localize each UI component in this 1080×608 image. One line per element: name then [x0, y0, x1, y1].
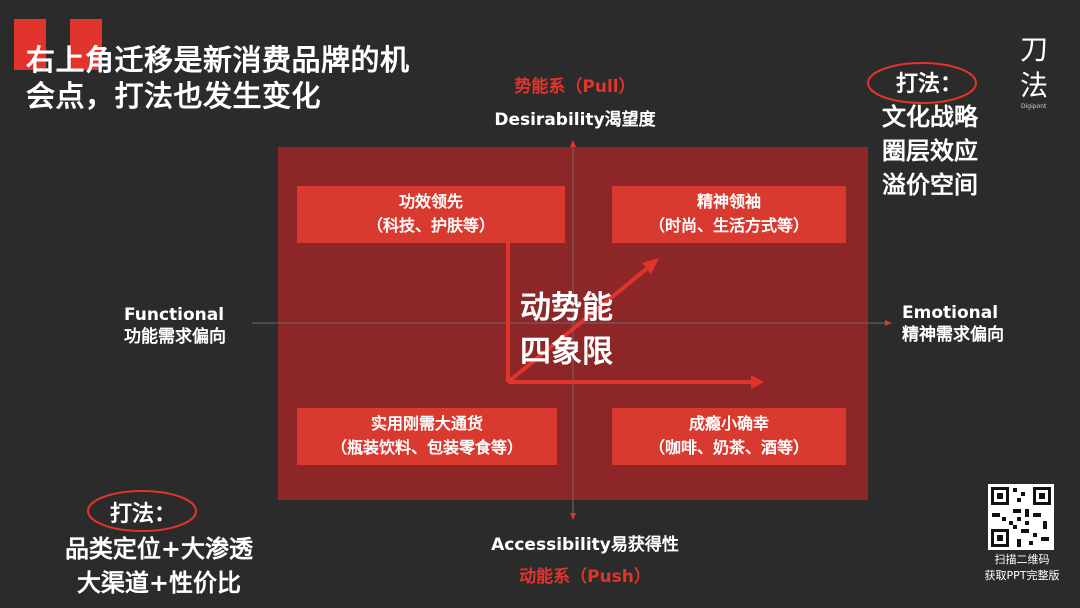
logo-subtitle: Digipont [1021, 103, 1047, 110]
quadrant-bottom-right: 成瘾小确幸 （咖啡、奶茶、酒等） [612, 408, 846, 465]
quadrant-bottom-left: 实用刚需大通货 （瓶装饮料、包装零食等） [297, 408, 557, 465]
title-line-1: 右上角迁移是新消费品牌的机 [26, 43, 410, 77]
quadrant-bottom-right-title: 成瘾小确幸 [688, 414, 769, 433]
axis-top-red-label: 势能系（Pull） [514, 77, 636, 97]
center-arrow-diagonal-head [642, 258, 659, 274]
tactics-left-list: 品类定位+大渗透 大渠道+性价比 [44, 532, 274, 600]
axis-left-label-cn: 功能需求偏向 [124, 327, 226, 347]
tactics-right-item-2: 圈层效应 [882, 137, 978, 165]
axis-right-label-cn: 精神需求偏向 [902, 325, 1004, 345]
center-arrow-horizontal-head [751, 375, 764, 389]
quadrant-top-right-examples: （时尚、生活方式等） [648, 216, 809, 235]
vertical-axis-arrow-down [570, 513, 576, 520]
center-label: 动势能 四象限 [520, 286, 613, 374]
quadrant-bottom-left-title: 实用刚需大通货 [370, 414, 483, 433]
tactics-right-circle [867, 62, 977, 104]
tactics-left-circle [87, 490, 197, 532]
quadrant-top-left-title: 功效领先 [398, 192, 463, 211]
axis-top-white-label: Desirability渴望度 [494, 110, 656, 130]
tactics-left-heading: 打法： [110, 502, 177, 527]
tactics-right-item-3: 溢价空间 [882, 171, 978, 199]
quadrant-top-left: 功效领先 （科技、护肤等） [297, 186, 565, 243]
qr-code-pattern [991, 487, 1051, 547]
quadrant-bottom-right-examples: （咖啡、奶茶、酒等） [648, 438, 809, 457]
title-line-2: 会点，打法也发生变化 [26, 79, 322, 113]
axis-bottom-white-label: Accessibility易获得性 [491, 535, 679, 555]
axis-bottom-red-label: 动能系（Push） [519, 567, 651, 587]
page-title: 右上角迁移是新消费品牌的机 会点，打法也发生变化 [26, 42, 526, 114]
vertical-axis-arrow-up [570, 140, 576, 147]
axis-right-label-en: Emotional [902, 303, 999, 323]
center-arrow-diagonal [506, 264, 652, 384]
center-label-line-2: 四象限 [520, 334, 613, 370]
quadrant-bottom-left-examples: （瓶装饮料、包装零食等） [330, 438, 523, 457]
quote-mark-right [70, 19, 102, 70]
quadrant-top-right: 精神领袖 （时尚、生活方式等） [612, 186, 846, 243]
axis-left-label-en: Functional [124, 305, 225, 325]
quadrant-top-right-title: 精神领袖 [696, 192, 761, 211]
tactics-right-list: 文化战略 圈层效应 溢价空间 [882, 100, 978, 202]
qr-caption-line-1: 扫描二维码 [994, 553, 1050, 566]
tactics-right-item-1: 文化战略 [882, 103, 978, 131]
logo-char-2: 法 [1020, 69, 1049, 102]
horizontal-axis-arrow-right [885, 320, 892, 326]
qr-caption-line-2: 获取PPT完整版 [984, 569, 1060, 582]
quadrant-top-left-examples: （科技、护肤等） [366, 216, 495, 235]
qr-caption: 扫描二维码 获取PPT完整版 [966, 552, 1078, 584]
tactics-left-item-2: 大渠道+性价比 [76, 569, 242, 597]
quote-mark-left [14, 19, 46, 70]
tactics-left-item-1: 品类定位+大渗透 [64, 535, 254, 563]
axis-right-label: Emotional 精神需求偏向 [902, 302, 1062, 346]
logo-char-1: 刀 [1020, 33, 1049, 66]
qr-code[interactable] [988, 484, 1054, 550]
center-label-line-1: 动势能 [520, 290, 613, 326]
tactics-right-heading: 打法： [896, 72, 963, 97]
axis-left-label: Functional 功能需求偏向 [124, 304, 284, 348]
